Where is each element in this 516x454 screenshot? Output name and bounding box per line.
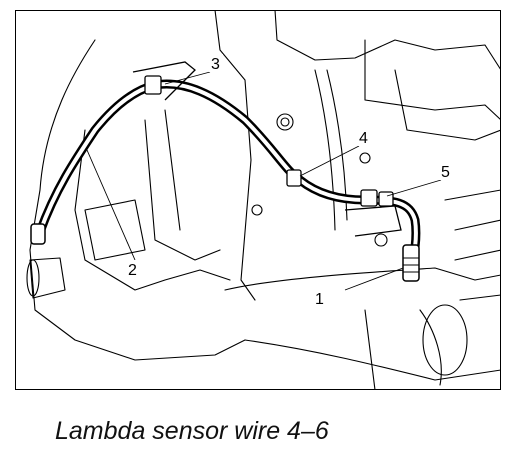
callout-leaders (86, 71, 442, 291)
cylinder-head-outline (274, 10, 501, 71)
valve-cover (364, 39, 501, 121)
engine-components (26, 10, 501, 390)
converter-lower-edge (244, 339, 501, 381)
clip-5 (360, 189, 378, 207)
housing-bracket-edge (164, 109, 181, 231)
lambda-sensor-body (402, 244, 420, 282)
bolt-head (359, 152, 371, 164)
housing-panel (84, 199, 146, 261)
wire-connector-plug (30, 223, 46, 245)
housing-outline (29, 39, 246, 361)
leader-4 (299, 145, 360, 177)
converter-flange (419, 309, 442, 386)
leader-3 (164, 71, 211, 85)
lambda-sensor-wire (30, 79, 421, 282)
figure-border (15, 10, 501, 390)
bolt-head (276, 113, 294, 131)
clip-3-bracket (132, 61, 196, 101)
wire-clips (132, 61, 402, 237)
lower-right-pipe-edge (459, 294, 501, 301)
clip-5-bracket (344, 205, 402, 237)
lower-right-pipe (454, 249, 501, 261)
engine-illustration-frame: 1 2 3 4 5 (15, 10, 501, 390)
converter-body (224, 267, 501, 291)
callout-4: 4 (359, 130, 368, 147)
converter-side (364, 309, 376, 390)
callout-3: 3 (211, 56, 220, 73)
clip-4 (286, 169, 302, 187)
leader-5 (386, 179, 442, 197)
bolt-head (374, 233, 388, 247)
manifold-pipe (314, 69, 336, 231)
clip-5b (378, 191, 394, 207)
housing-inner-edge (74, 129, 231, 291)
callout-5: 5 (441, 164, 450, 181)
right-heat-shield (444, 189, 501, 231)
clip-3 (144, 75, 162, 95)
leader-2 (86, 149, 136, 261)
wire-inner (38, 82, 418, 277)
upper-right-detail (394, 69, 501, 141)
housing-bracket (144, 119, 221, 261)
lambda-sensor-thread (402, 257, 420, 273)
converter-flange-face (422, 304, 468, 376)
figure-caption: Lambda sensor wire 4–6 (55, 417, 329, 445)
outlet-pipe (29, 257, 66, 299)
bolt-head-inner (280, 117, 290, 127)
engine-line-drawing: 1 2 3 4 5 (15, 10, 501, 390)
leader-1 (344, 267, 404, 291)
bolt-head (251, 204, 263, 216)
callout-1: 1 (315, 291, 324, 308)
callout-2: 2 (128, 262, 137, 279)
callout-labels: 1 2 3 4 5 (126, 54, 453, 308)
outlet-pipe-end (26, 259, 40, 297)
